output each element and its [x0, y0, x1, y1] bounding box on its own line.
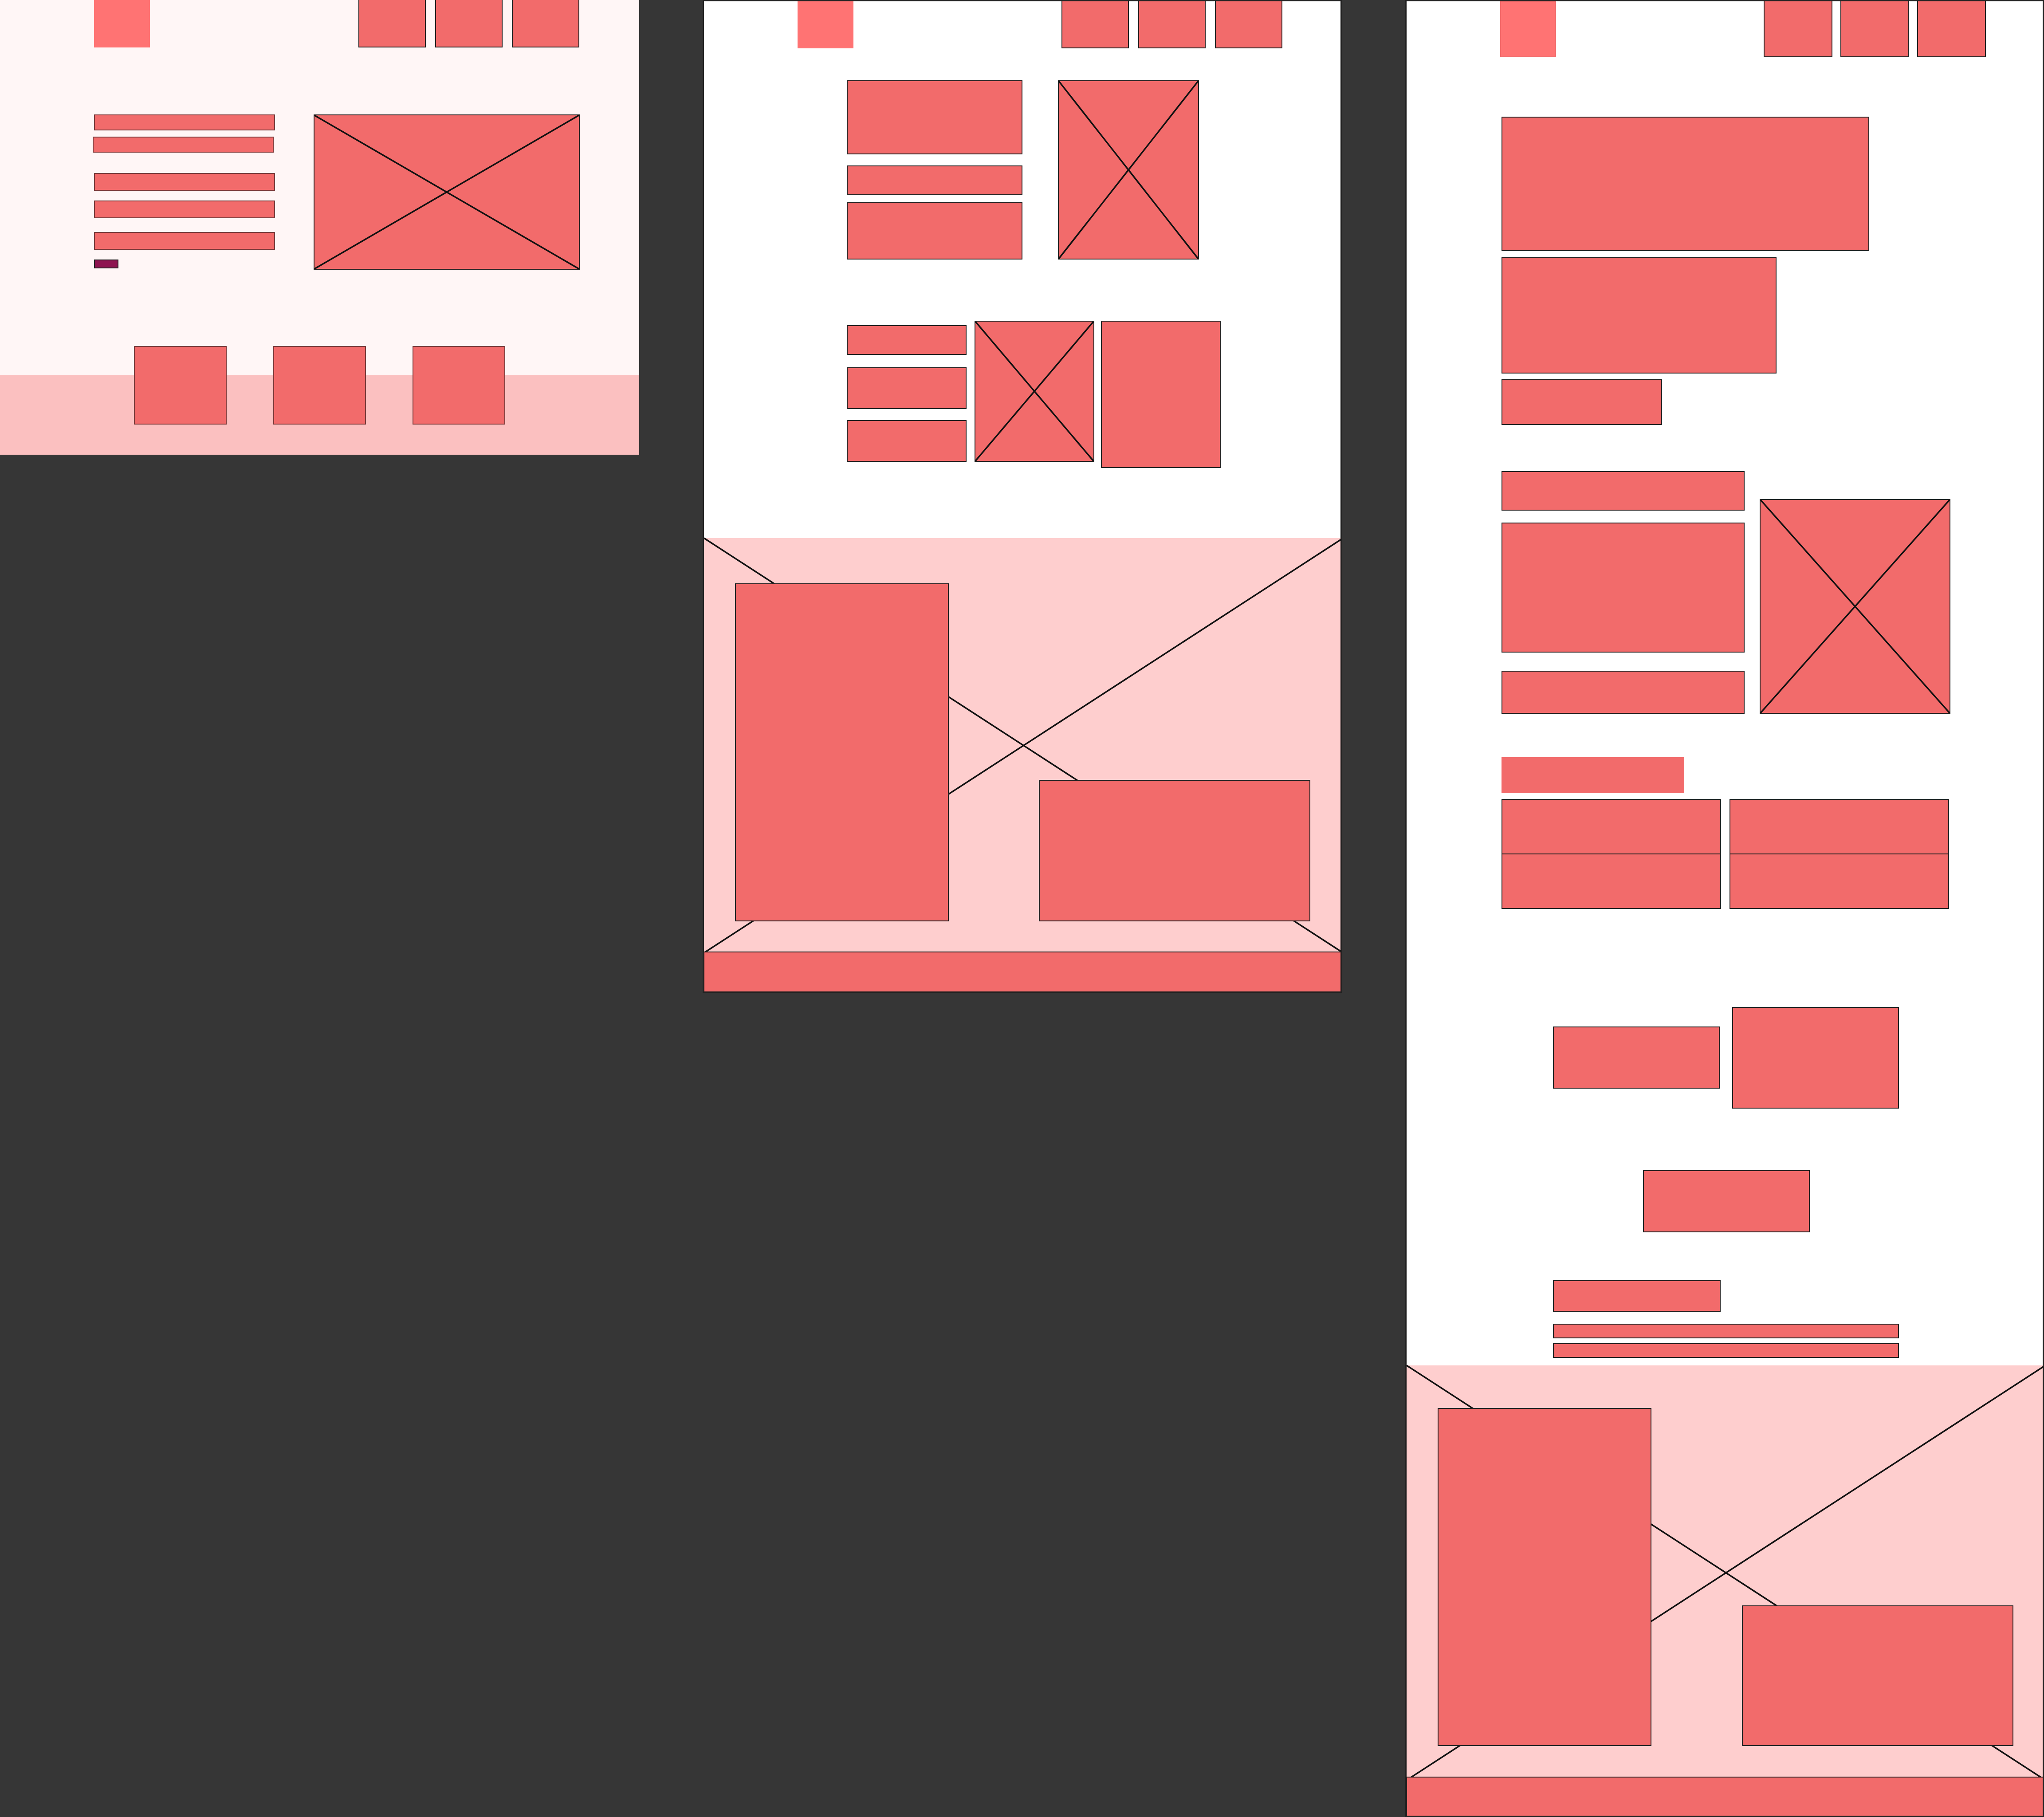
wireframe-tablet	[703, 0, 1342, 993]
nav-item-1[interactable]	[1764, 1, 1832, 57]
cta-button-center[interactable]	[1643, 1170, 1810, 1232]
bottom-bar	[704, 952, 1340, 991]
footer-info-card[interactable]	[1742, 1605, 2013, 1746]
feature-card[interactable]	[134, 346, 227, 425]
text-line	[1553, 1324, 1899, 1338]
hero-text-line	[94, 114, 275, 130]
hero-text-line	[94, 201, 275, 218]
image-cross-icon	[1059, 81, 1198, 259]
bottom-bar	[1407, 1777, 2043, 1816]
table-heading	[1502, 757, 1684, 793]
feature-text-line	[847, 325, 967, 355]
hero-heading-block	[1502, 117, 1869, 251]
feature-image-placeholder	[975, 321, 1094, 462]
feature-title-line	[1502, 471, 1745, 511]
feature-card[interactable]	[1101, 321, 1221, 468]
nav-item-1[interactable]	[1061, 1, 1129, 48]
footer-column-card[interactable]	[735, 583, 949, 921]
image-cross-icon	[314, 115, 579, 269]
intro-image-placeholder	[1058, 80, 1199, 260]
logo-placeholder[interactable]	[1500, 1, 1556, 57]
feature-card[interactable]	[273, 346, 366, 425]
cta-button-primary[interactable]	[1553, 1026, 1720, 1089]
table-cell	[1730, 799, 1949, 854]
text-heading-line	[1553, 1280, 1721, 1312]
intro-text-line	[847, 165, 1022, 195]
footer-info-card[interactable]	[1039, 780, 1310, 921]
table-cell	[1502, 799, 1721, 854]
hero-text-line	[93, 137, 274, 153]
nav-item-3[interactable]	[1917, 1, 1986, 57]
wireframe-desktop	[0, 0, 639, 455]
intro-heading-block	[847, 80, 1022, 154]
hero-button[interactable]	[1502, 379, 1662, 425]
table-cell	[1730, 853, 1949, 909]
feature-text-line	[847, 420, 967, 462]
cta-button-secondary[interactable]	[1732, 1007, 1899, 1109]
image-cross-icon	[975, 322, 1093, 461]
logo-placeholder[interactable]	[94, 0, 150, 47]
hero-subheading-block	[1502, 257, 1777, 374]
wireframe-mobile	[1405, 0, 2044, 1817]
footer-column-card[interactable]	[1438, 1408, 1651, 1746]
hero-image-placeholder	[314, 114, 580, 270]
image-cross-icon	[1761, 500, 1950, 713]
nav-item-2[interactable]	[435, 0, 503, 47]
nav-item-3[interactable]	[512, 0, 579, 47]
hero-text-line	[94, 232, 275, 250]
feature-image-placeholder	[1760, 499, 1950, 714]
nav-item-3[interactable]	[1215, 1, 1282, 48]
logo-placeholder[interactable]	[798, 1, 853, 48]
feature-card[interactable]	[413, 346, 505, 425]
nav-item-2[interactable]	[1138, 1, 1206, 48]
nav-item-1[interactable]	[358, 0, 426, 47]
feature-text-block	[1502, 523, 1745, 653]
feature-text-line	[847, 367, 967, 409]
hero-link-button[interactable]	[94, 260, 118, 268]
nav-item-2[interactable]	[1840, 1, 1909, 57]
text-line	[1553, 1343, 1899, 1358]
intro-text-block	[847, 202, 1022, 260]
hero-text-line	[94, 173, 275, 191]
feature-button[interactable]	[1502, 671, 1745, 714]
table-cell	[1502, 853, 1721, 909]
